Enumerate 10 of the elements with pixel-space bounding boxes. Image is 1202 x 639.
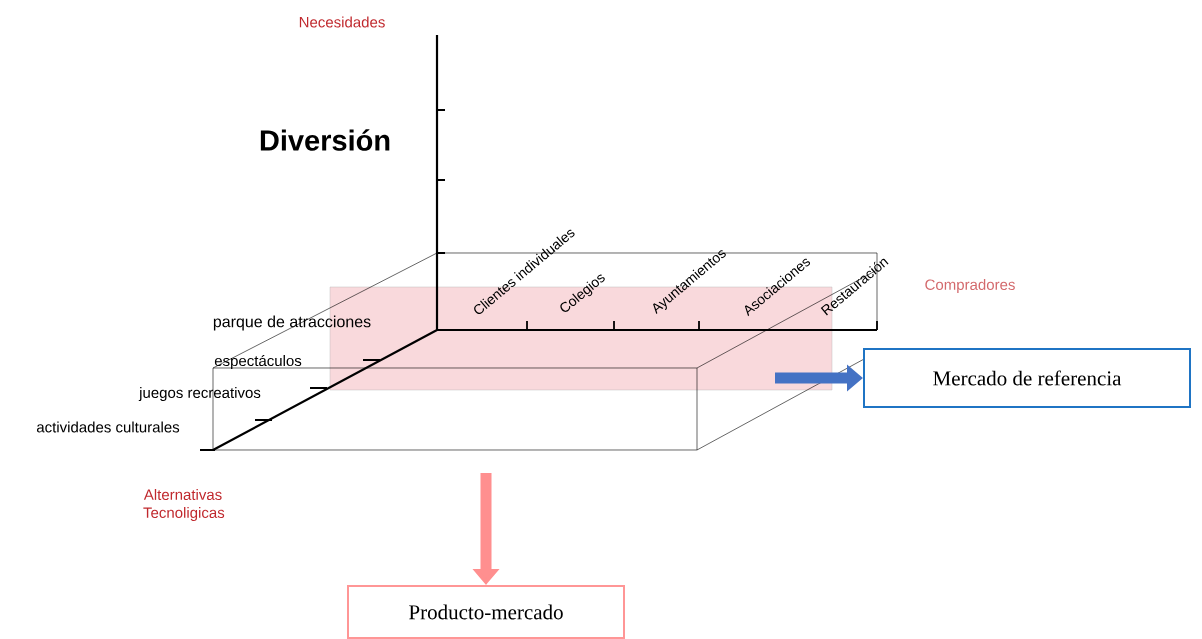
category-label: juegos recreativos <box>138 387 261 401</box>
text-box: Mercado de referencia <box>863 348 1191 408</box>
category-label: espectáculos <box>214 354 302 370</box>
axis-label: Necesidades <box>299 16 385 28</box>
category-label: actividades culturales <box>36 421 180 433</box>
axis-label: Compradores <box>925 279 1015 293</box>
axis-label: Alternativas Tecnoligicas <box>143 489 225 521</box>
text-box: Producto-mercado <box>347 585 625 639</box>
category-label: parque de atracciones <box>213 315 371 331</box>
heading: Diversión <box>260 129 390 151</box>
